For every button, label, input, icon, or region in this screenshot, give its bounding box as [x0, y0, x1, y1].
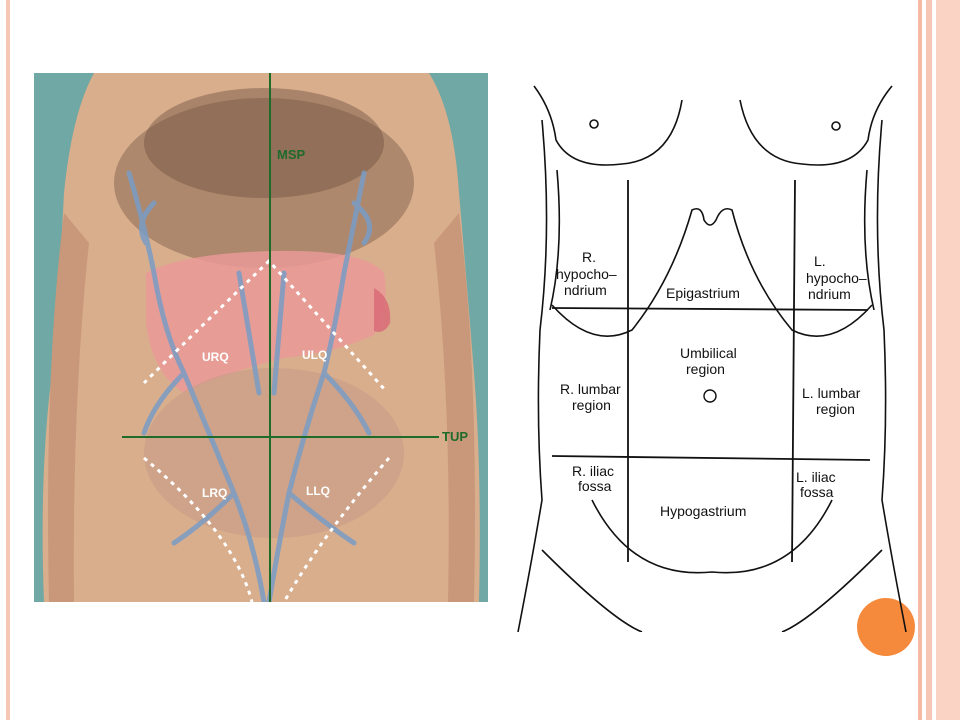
spleen-overlay [374, 288, 391, 332]
left-nipple [831, 121, 841, 131]
r-iliac-label: R. iliac fossa [572, 463, 618, 494]
umbilical-label: Umbilical region [680, 345, 741, 377]
l-lumbar-label: L. lumbar region [802, 385, 864, 417]
umbilicus [703, 389, 717, 403]
abdomen-photo-svg: MSP TUP URQ ULQ LRQ LLQ [34, 73, 488, 602]
right-arm-shadow [48, 213, 89, 602]
right-nipple [589, 119, 599, 129]
hypogastrium-label: Hypogastrium [660, 503, 746, 519]
epigastrium-label: Epigastrium [666, 285, 740, 301]
slide-left-border [6, 0, 10, 720]
urq-label: URQ [202, 350, 229, 364]
r-hypochondrium-label: R. hypocho– ndrium [556, 249, 621, 298]
chest-hair [114, 98, 414, 268]
intestines-overlay [144, 368, 404, 538]
liver-overlay [146, 250, 386, 393]
abdominal-regions-diagram: R. hypocho– ndrium Epigastrium L. hypoch… [512, 80, 910, 633]
r-lumbar-label: R. lumbar region [560, 381, 625, 413]
msp-label: MSP [277, 147, 306, 162]
llq-label: LLQ [306, 484, 330, 498]
lrq-label: LRQ [202, 486, 227, 500]
left-arm-shadow [434, 213, 475, 602]
tup-label: TUP [442, 429, 468, 444]
l-hypochondrium-label: L. hypocho– ndrium [806, 253, 871, 302]
abdominal-regions-svg: R. hypocho– ndrium Epigastrium L. hypoch… [517, 85, 907, 633]
l-iliac-label: L. iliac fossa [796, 469, 840, 500]
chest-hair-dense [144, 88, 384, 198]
slide-right-border [916, 0, 960, 720]
torso-outline [517, 85, 907, 633]
abdomen-photo-figure: MSP TUP URQ ULQ LRQ LLQ [34, 73, 488, 602]
ulq-label: ULQ [302, 348, 327, 362]
region-grid [551, 179, 871, 563]
